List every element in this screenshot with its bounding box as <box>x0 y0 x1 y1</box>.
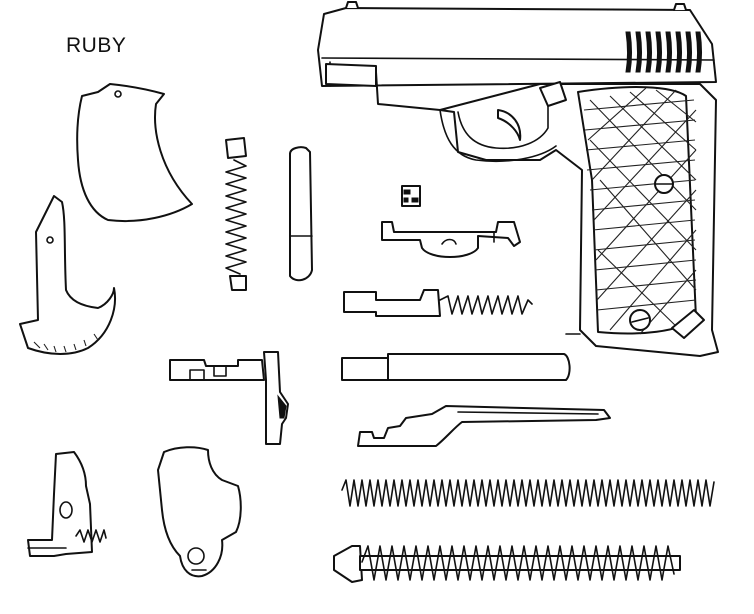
frame-assembly <box>317 1 719 357</box>
trigger-bar <box>381 221 521 258</box>
plunger <box>289 146 313 282</box>
extractor <box>357 405 611 447</box>
hammer-strut <box>19 195 116 355</box>
small-pin <box>401 185 421 207</box>
magazine-catch <box>27 451 107 557</box>
diagram-title: RUBY <box>66 34 127 57</box>
recoil-spring-guide <box>333 545 681 583</box>
small-spring <box>225 137 247 291</box>
slide-serrations <box>625 31 702 73</box>
firing-pin-with-spring <box>343 289 533 317</box>
hammer <box>157 446 242 578</box>
grip-plate <box>76 83 193 223</box>
recoil-spring <box>341 479 715 507</box>
safety-catch <box>169 351 289 445</box>
grip-checkering <box>583 87 697 335</box>
barrel-pin <box>341 353 571 381</box>
